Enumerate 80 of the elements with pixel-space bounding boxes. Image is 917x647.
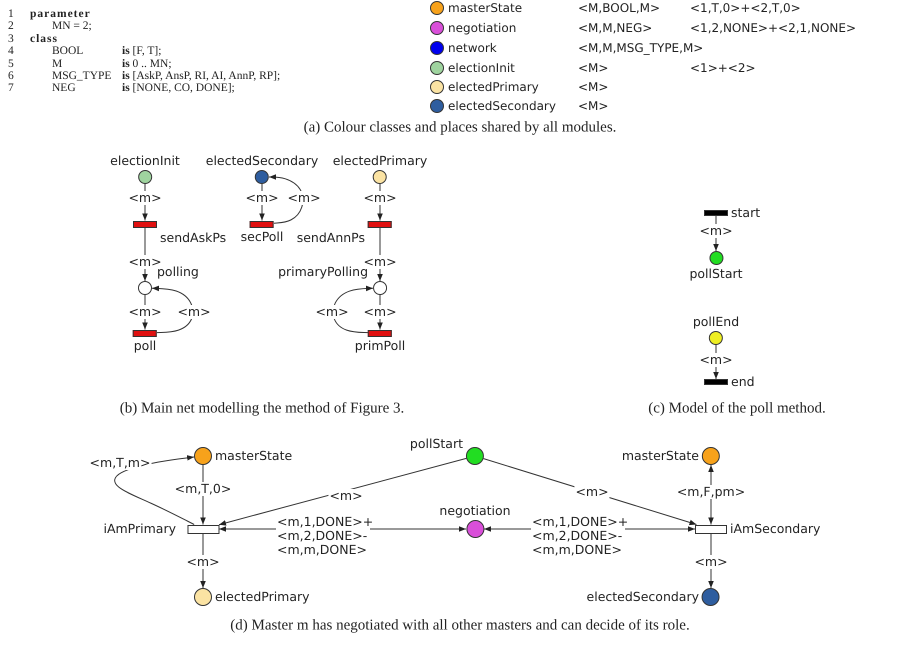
arc-inscription: <m>: [176, 305, 212, 319]
line-number: 4: [8, 45, 14, 58]
code-text: MSG_TYPE: [52, 70, 112, 82]
figure-caption: (a) Colour classes and places shared by all modules.: [304, 120, 616, 136]
arc-inscription: <m,T,m>: [88, 456, 152, 470]
transition-label: primPoll: [354, 338, 406, 352]
code-text: BOOL: [52, 45, 84, 58]
line-number: 5: [8, 58, 14, 70]
arc-inscription: <m>: [362, 255, 398, 269]
code-text: is [NONE, CO, DONE];: [122, 82, 235, 94]
code-text: parameter: [30, 8, 91, 20]
arc-inscription: <m>: [244, 191, 280, 205]
transition-label: end: [731, 375, 755, 389]
arc-inscription: <m>: [362, 305, 398, 319]
transition-label: iAmSecondary: [730, 522, 820, 536]
arc-inscription: <m,T,0>: [174, 482, 232, 496]
line-number: 2: [8, 20, 14, 32]
line-number: 7: [8, 82, 14, 94]
transition-label: iAmPrimary: [103, 522, 176, 536]
arc-inscription: <m>: [127, 255, 163, 269]
arc-inscription: <m>: [574, 485, 610, 499]
place-label: electionInit: [110, 154, 180, 168]
arc-inscription: <m>: [185, 555, 221, 569]
legend-label: negotiation: [448, 21, 516, 35]
code-text: M: [52, 58, 62, 70]
arc-inscription: <m>: [314, 305, 350, 319]
arc-arrow: [218, 458, 467, 526]
legend-label: electedSecondary: [448, 99, 556, 113]
arc-inscription: <m,1,DONE>+ <m,2,DONE>- <m,m,DONE>: [276, 515, 370, 557]
code-text: is 0 .. MN;: [122, 58, 172, 70]
transition-label: start: [731, 206, 760, 220]
colour-type: <M,M,NEG>: [578, 21, 652, 35]
colour-type: <M>: [578, 61, 608, 75]
legend-label: electionInit: [448, 61, 515, 75]
arc-inscription: <m>: [127, 191, 163, 205]
transition-label: secPoll: [240, 230, 284, 244]
transition-label: poll: [134, 338, 156, 352]
code-text: is [F, T];: [122, 45, 162, 58]
arc-inscription: <m>: [362, 191, 398, 205]
arc-inscription: <m>: [693, 555, 729, 569]
arc-inscription: <m>: [286, 191, 322, 205]
code-text: class: [30, 32, 58, 45]
place-label: masterState: [622, 449, 699, 463]
legend-label: network: [448, 41, 497, 55]
code-text: is [AskP, AnsP, RI, AI, AnnP, RP];: [122, 70, 280, 82]
arc-arrow: [332, 286, 374, 334]
place-label: negotiation: [439, 504, 511, 518]
line-number: 3: [8, 32, 14, 45]
legend-label: electedPrimary: [448, 80, 539, 94]
code-text: NEG: [52, 82, 76, 94]
figure-caption: (c) Model of the poll method.: [648, 400, 826, 418]
line-number: 6: [8, 70, 14, 82]
place-label: pollStart: [689, 267, 743, 281]
arc-inscription: <m>: [698, 224, 734, 238]
arc-inscription: <m>: [698, 353, 734, 367]
transition-label: sendAskPs: [160, 231, 226, 245]
arc-inscription: <m>: [127, 305, 163, 319]
place-label: pollStart: [410, 437, 463, 451]
place-label: electedSecondary: [206, 154, 318, 168]
arc-inscription: <m>: [328, 489, 364, 503]
place-label: electedPrimary: [332, 154, 428, 168]
place-label: masterState: [215, 449, 292, 463]
colour-type: <M,BOOL,M>: [578, 1, 660, 15]
colour-type: <M>: [578, 80, 608, 94]
place-label: pollEnd: [692, 315, 740, 329]
figure-caption: (b) Main net modelling the method of Figure 3.: [120, 400, 404, 418]
line-number: 1: [8, 8, 14, 20]
legend-label: masterState: [448, 1, 522, 15]
arc-inscription: <m,F,pm>: [676, 485, 746, 499]
arc-inscription: <m,1,DONE>+ <m,2,DONE>- <m,m,DONE>: [531, 515, 625, 557]
figure-caption: (d) Master m has negotiated with all other masters and can decide of its role.: [230, 618, 690, 634]
initial-marking: <1>+<2>: [690, 61, 756, 75]
colour-type: <M,M,MSG_TYPE,M>: [578, 41, 704, 55]
initial-marking: <1,2,NONE>+<2,1,NONE>: [690, 21, 856, 35]
place-label: electedSecondary: [586, 590, 699, 604]
initial-marking: <1,T,0>+<2,T,0>: [690, 1, 801, 15]
code-text: MN = 2;: [52, 20, 92, 32]
colour-type: <M>: [578, 99, 608, 113]
place-label: electedPrimary: [215, 590, 310, 604]
transition-label: sendAnnPs: [296, 231, 365, 245]
